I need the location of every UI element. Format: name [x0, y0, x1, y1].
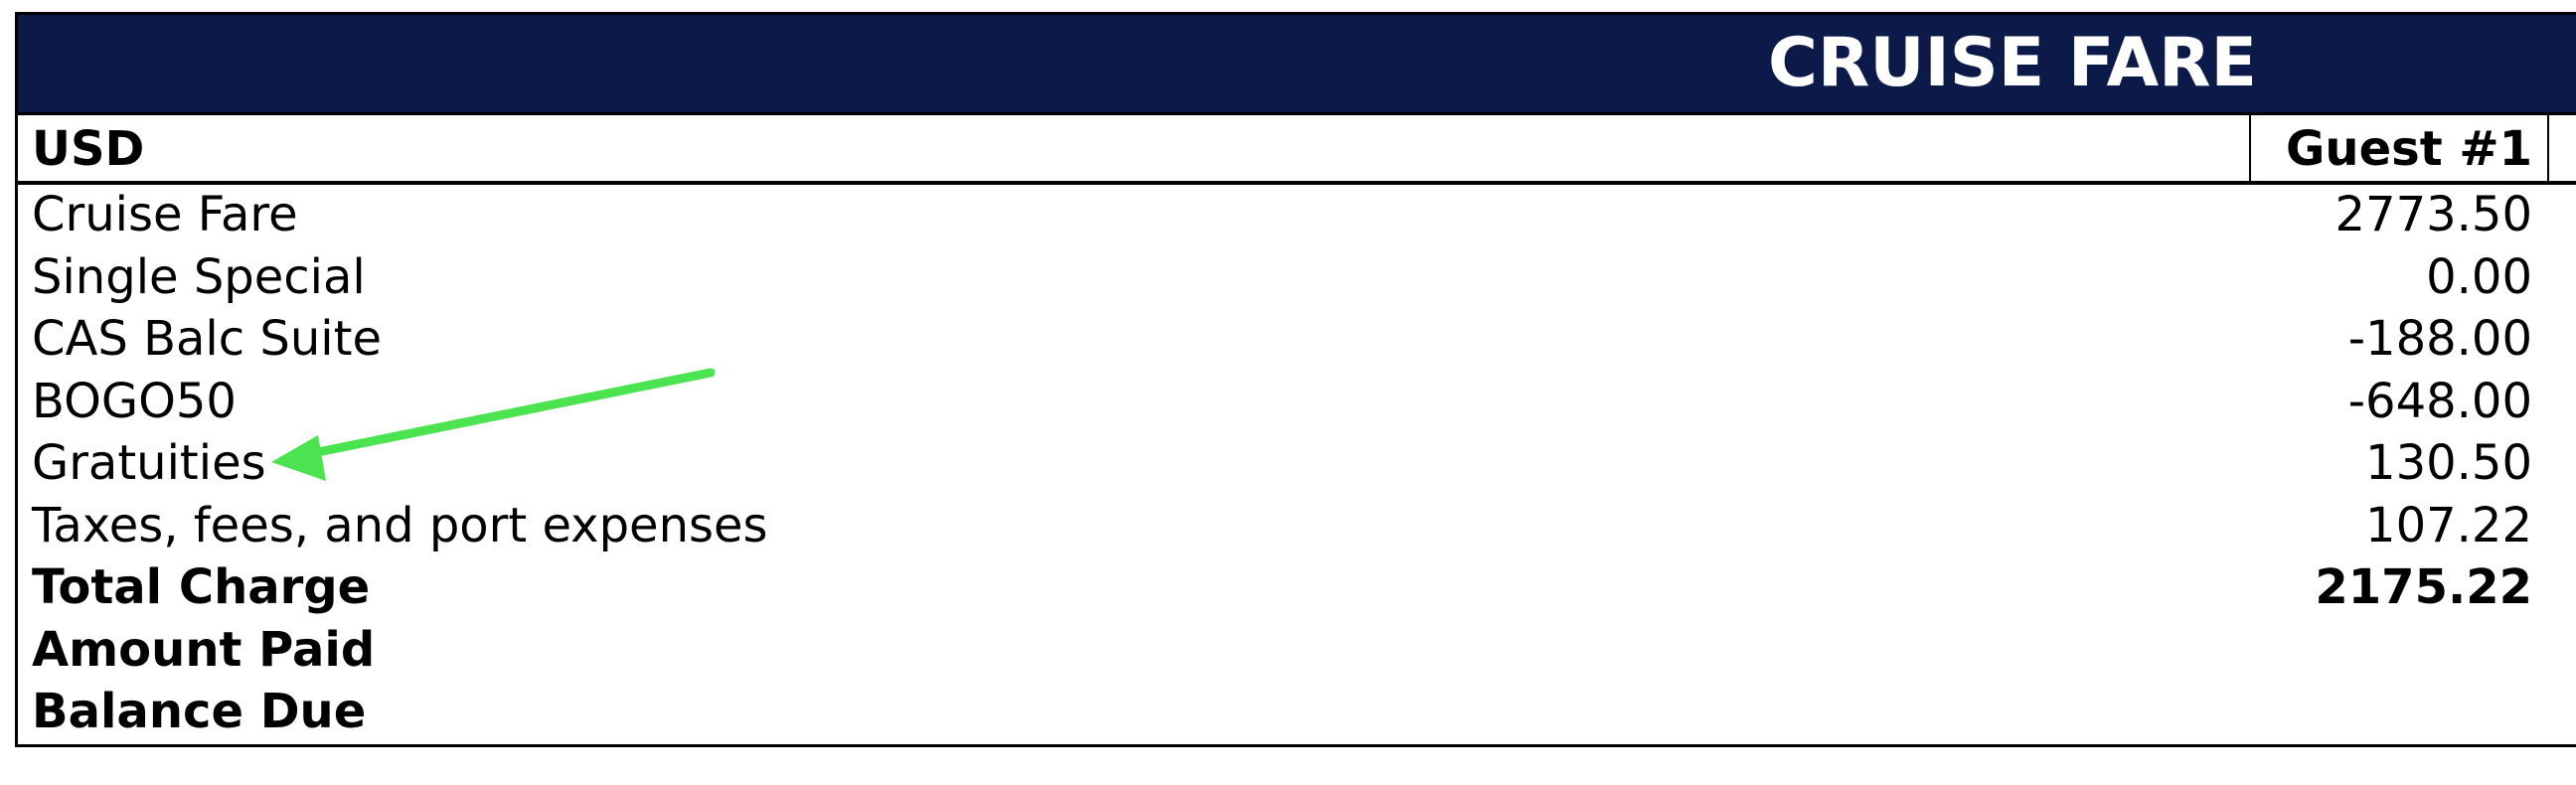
column-divider — [2249, 115, 2251, 181]
fare-rows: Cruise Fare 2773.50 Single Special 0.00 … — [18, 186, 2576, 745]
header-row: USD Guest #1 — [18, 115, 2576, 185]
cruise-fare-table: CRUISE FARE USD Guest #1 Cruise Fare 277… — [15, 12, 2576, 747]
fare-row-total-charge: Total Charge 2175.22 — [18, 558, 2576, 621]
row-label: Total Charge — [32, 559, 371, 615]
row-label: Gratuities — [32, 435, 266, 491]
row-label: Amount Paid — [32, 621, 376, 678]
fare-row-taxes: Taxes, fees, and port expenses 107.22 — [18, 497, 2576, 559]
fare-row-amount-paid: Amount Paid — [18, 621, 2576, 684]
row-label: BOGO50 — [32, 373, 237, 429]
fare-row-balance-due: Balance Due — [18, 683, 2576, 745]
row-value: 107.22 — [2365, 497, 2532, 553]
fare-row-cas-balc-suite: CAS Balc Suite -188.00 — [18, 310, 2576, 373]
row-value: -648.00 — [2347, 373, 2532, 429]
guest-column-header: Guest #1 — [2286, 121, 2532, 177]
fare-row-gratuities: Gratuities 130.50 — [18, 434, 2576, 497]
row-value: 2773.50 — [2334, 187, 2533, 242]
row-value: -188.00 — [2347, 311, 2532, 367]
row-value: 130.50 — [2365, 435, 2532, 491]
currency-header: USD — [32, 121, 145, 177]
row-label: Cruise Fare — [32, 187, 298, 242]
row-value: 2175.22 — [2315, 559, 2532, 615]
row-label: Single Special — [32, 248, 366, 305]
column-divider — [2547, 115, 2549, 181]
fare-row-bogo50: BOGO50 -648.00 — [18, 373, 2576, 435]
fare-row-cruise-fare: Cruise Fare 2773.50 — [18, 186, 2576, 248]
table-title: CRUISE FARE — [1768, 24, 2257, 102]
row-value: 0.00 — [2426, 248, 2532, 305]
title-bar: CRUISE FARE — [18, 15, 2576, 115]
row-label: Taxes, fees, and port expenses — [32, 497, 768, 553]
row-label: Balance Due — [32, 684, 367, 739]
row-label: CAS Balc Suite — [32, 311, 382, 367]
fare-row-single-special: Single Special 0.00 — [18, 248, 2576, 311]
